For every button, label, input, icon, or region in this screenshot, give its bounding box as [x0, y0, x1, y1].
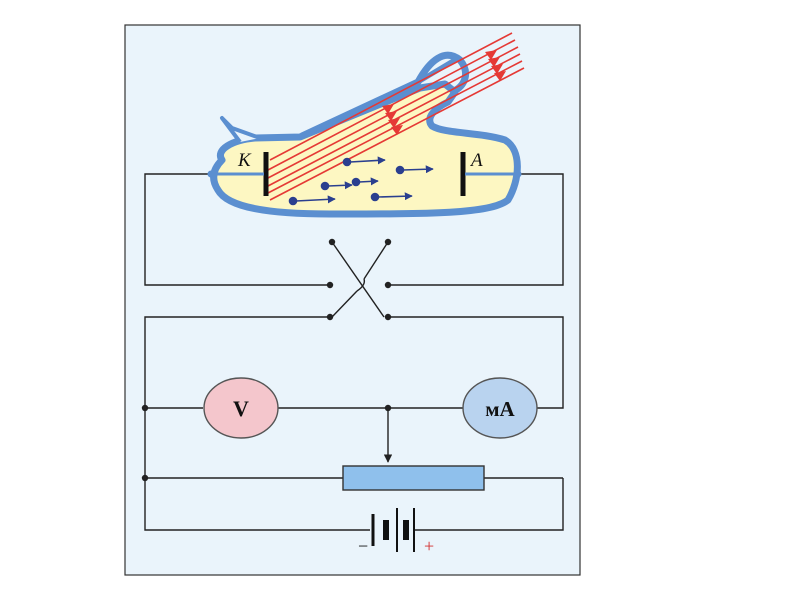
battery-plate	[403, 520, 409, 540]
voltmeter: V	[203, 377, 279, 439]
battery-right-wire	[415, 478, 564, 531]
electron	[395, 165, 434, 175]
battery-negative-sign: −	[358, 536, 368, 556]
electrons	[288, 156, 434, 206]
right-main-wire	[388, 316, 564, 409]
battery: − +	[358, 508, 434, 556]
junction-rheostat-left	[141, 474, 149, 482]
switch-terminal-mid-right	[384, 281, 392, 289]
switch-arm-2a	[363, 241, 389, 280]
light-ray	[269, 32, 513, 161]
junction-dots	[141, 238, 392, 482]
circuit-wires	[144, 173, 564, 531]
milliammeter: мA	[462, 377, 538, 439]
switch-arm-1	[331, 241, 385, 318]
battery-plate	[383, 520, 389, 540]
switch-terminal-mid-left	[326, 281, 334, 289]
junction-voltmeter-left	[141, 404, 149, 412]
vacuum-tube: K A	[207, 32, 525, 218]
rheostat	[342, 465, 485, 491]
diagram-panel	[124, 24, 581, 576]
electron	[351, 177, 379, 187]
milliammeter-label: мA	[485, 397, 515, 421]
junction-slider	[384, 404, 392, 412]
electron	[342, 156, 386, 167]
switch-arm-2b	[331, 290, 358, 318]
light-ray-arrowheads	[382, 50, 506, 135]
switch-terminal-bottom-left	[326, 313, 334, 321]
milliammeter-body	[462, 377, 538, 439]
switch-terminal-top-right	[384, 238, 392, 246]
electron	[370, 192, 413, 202]
voltmeter-body	[203, 377, 279, 439]
anode-lead-wire	[388, 173, 564, 286]
electron	[320, 181, 353, 191]
anode-label: A	[469, 150, 483, 171]
tube-nozzle	[220, 116, 261, 144]
cathode-lead-wire	[144, 173, 330, 286]
electron	[288, 195, 336, 206]
left-main-wire	[144, 316, 370, 531]
battery-positive-sign: +	[424, 536, 434, 556]
switch-terminal-bottom-right	[384, 313, 392, 321]
switch-terminal-top-left	[328, 238, 336, 246]
voltmeter-label: V	[233, 396, 249, 421]
cathode-label: K	[237, 150, 252, 171]
switch-arm-2-hop	[356, 278, 366, 292]
